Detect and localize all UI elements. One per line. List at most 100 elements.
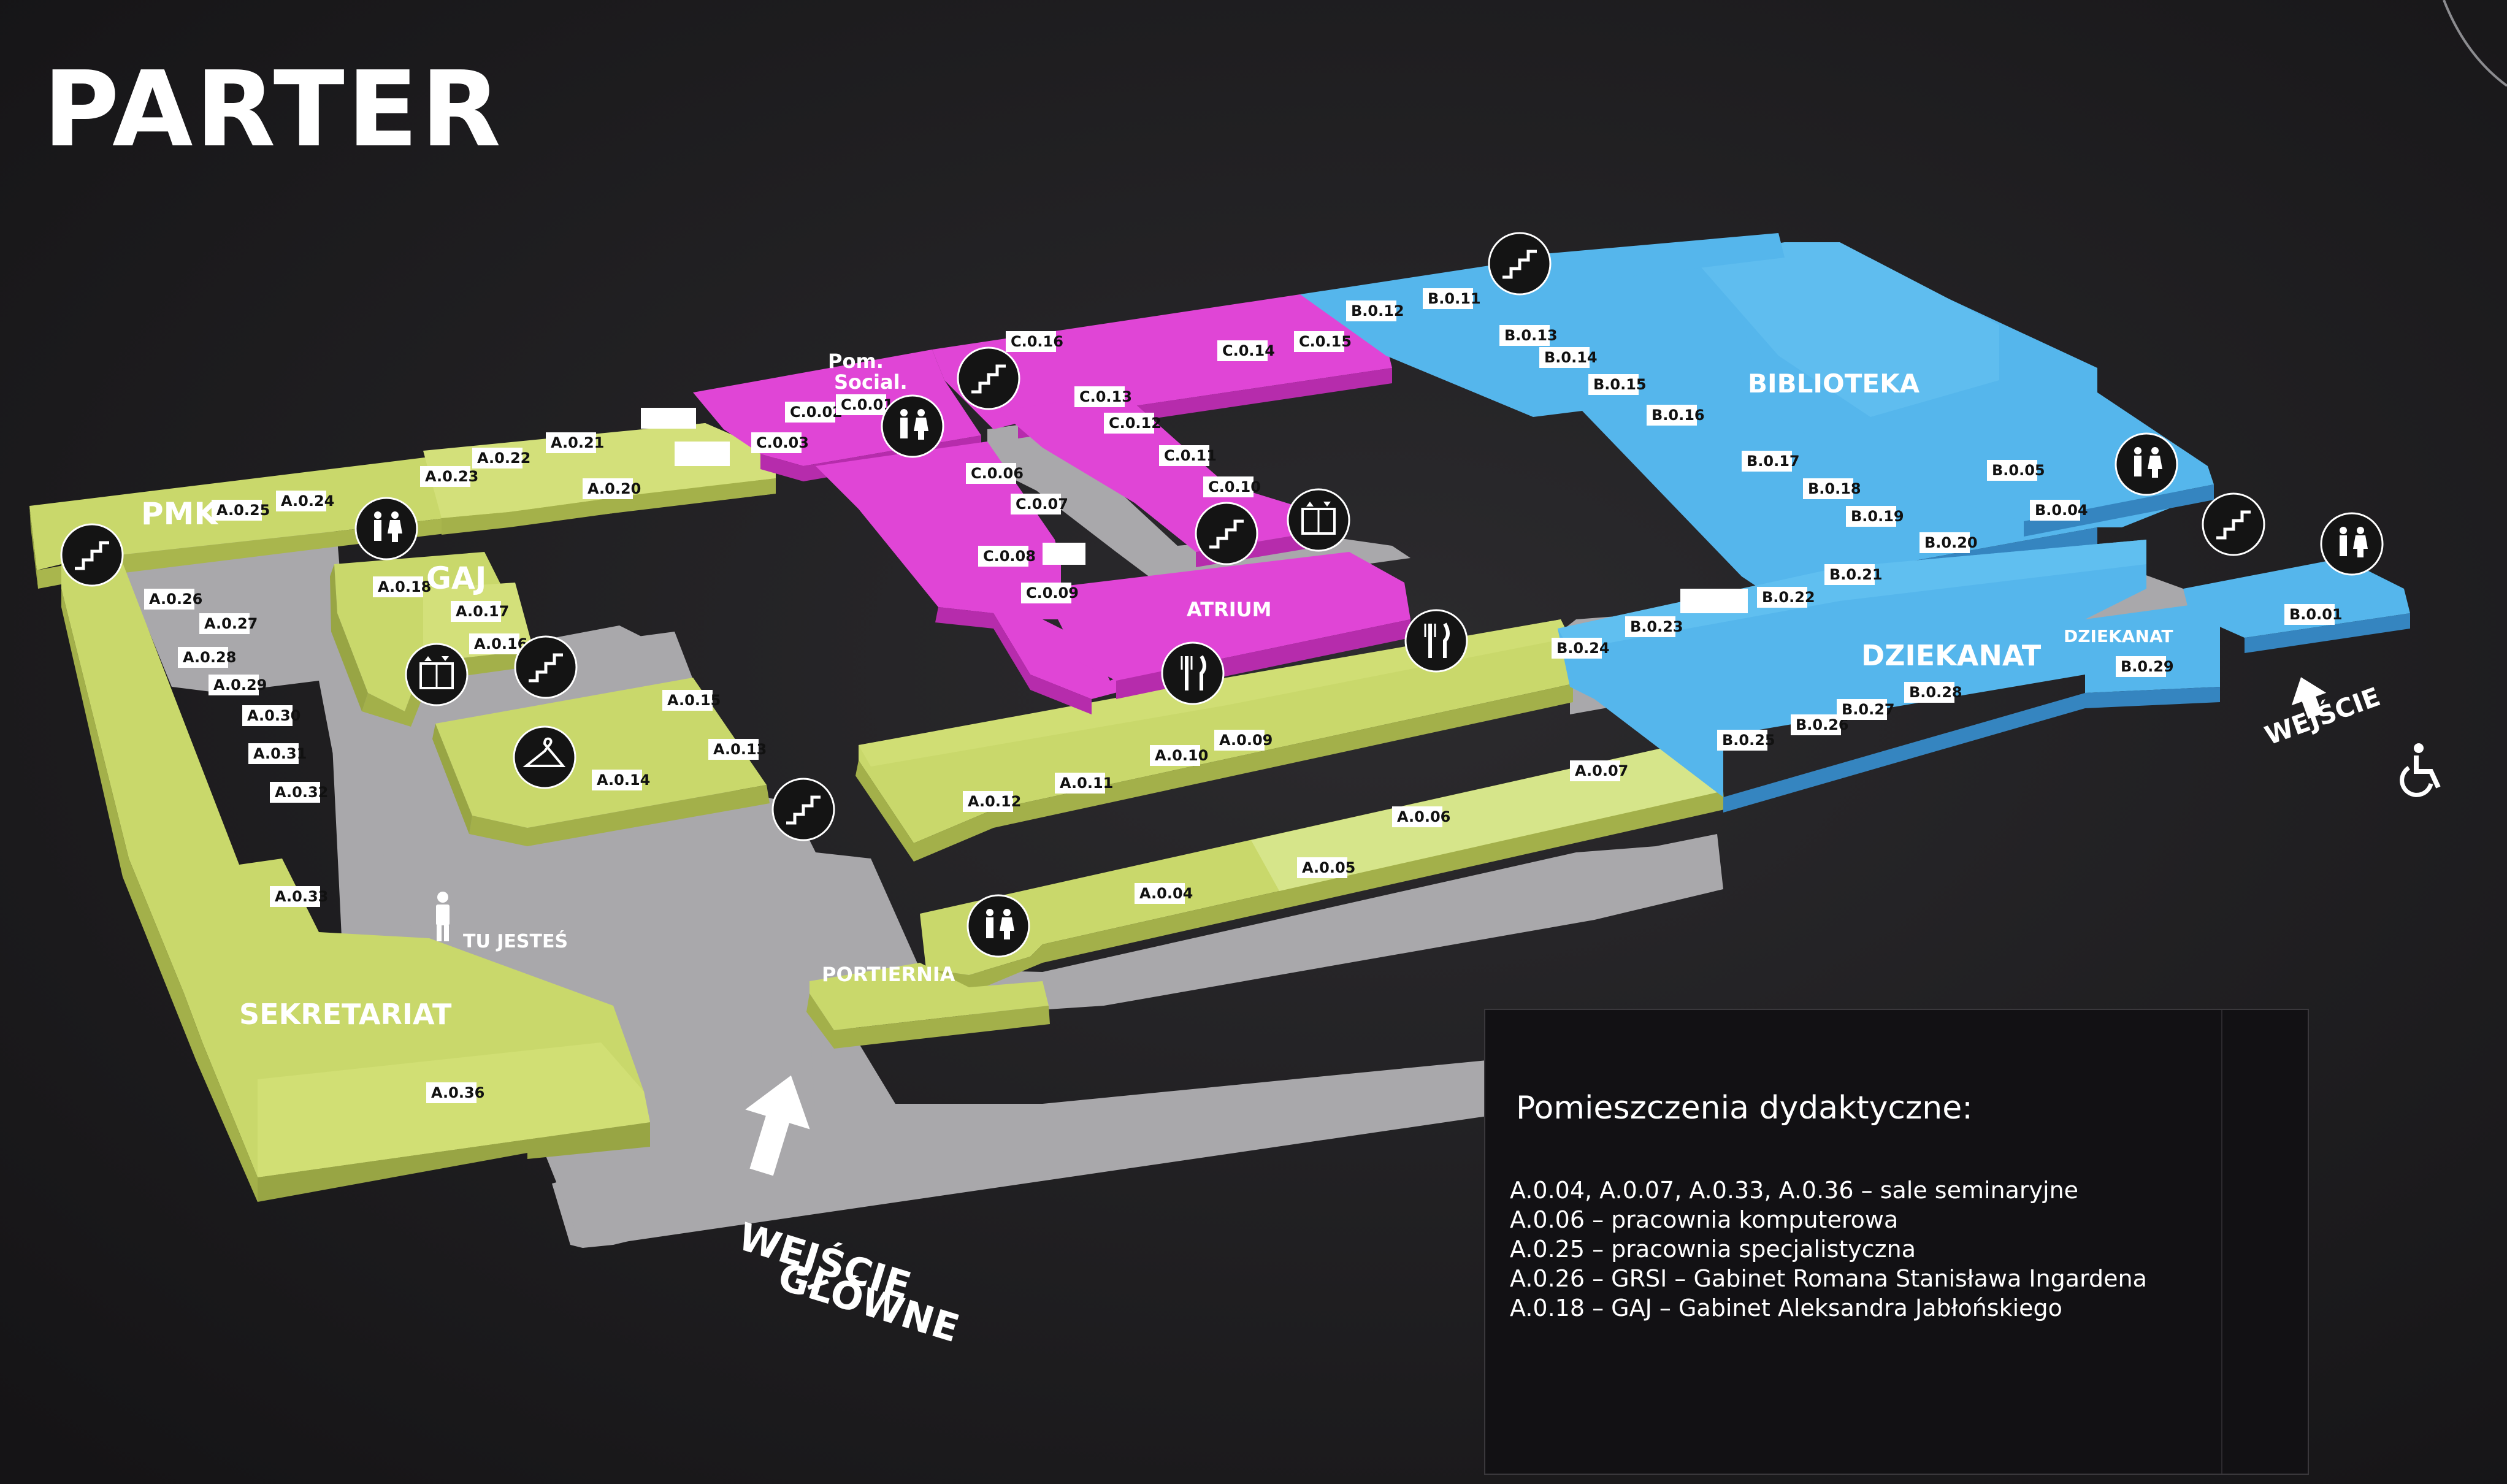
block-west-front bbox=[61, 589, 258, 1202]
svg-text:A.0.10: A.0.10 bbox=[1155, 747, 1208, 764]
svg-text:A.0.22: A.0.22 bbox=[477, 449, 530, 467]
svg-text:A.0.30: A.0.30 bbox=[247, 707, 300, 724]
svg-text:B.0.21: B.0.21 bbox=[1829, 566, 1883, 583]
block-a013-front bbox=[469, 785, 770, 846]
svg-text:A.0.26: A.0.26 bbox=[149, 591, 202, 608]
svg-text:B.0.13: B.0.13 bbox=[1504, 327, 1558, 344]
svg-text:A.0.33: A.0.33 bbox=[275, 888, 328, 905]
legend-item: A.0.04, A.0.07, A.0.33, A.0.36 – sale se… bbox=[1510, 1177, 2079, 1204]
room-tag: A.0.17 bbox=[451, 601, 509, 622]
svg-text:C.0.14: C.0.14 bbox=[1222, 342, 1275, 359]
icons bbox=[60, 232, 2441, 1176]
wheelchair-icon bbox=[2400, 743, 2441, 797]
svg-text:B.0.24: B.0.24 bbox=[1556, 640, 1610, 657]
block-c-diag bbox=[816, 442, 1214, 699]
svg-text:C.0.06: C.0.06 bbox=[971, 465, 1024, 482]
svg-text:C.0.10: C.0.10 bbox=[1208, 478, 1261, 495]
stairs-icon bbox=[2202, 492, 2265, 556]
arrow-up-icon bbox=[2291, 677, 2327, 719]
legend-item: A.0.18 – GAJ – Gabinet Aleksandra Jabłoń… bbox=[1510, 1295, 2062, 1321]
svg-text:B.0.20: B.0.20 bbox=[1924, 534, 1978, 551]
room-tag: A.0.27 bbox=[199, 613, 258, 634]
block-a012-front bbox=[855, 684, 1573, 862]
room-tag: A.0.22 bbox=[472, 448, 530, 469]
restroom-icon bbox=[2320, 512, 2384, 576]
block-a020-front bbox=[442, 478, 776, 535]
room-tag: B.0.04 bbox=[2030, 500, 2088, 521]
room-tag: B.0.28 bbox=[1904, 682, 1962, 703]
label-tu-jestes: TU JESTEŚ bbox=[463, 930, 568, 952]
svg-text:C.0.01: C.0.01 bbox=[841, 396, 894, 413]
svg-text:A.0.07: A.0.07 bbox=[1575, 762, 1628, 779]
room-tag: B.0.29 bbox=[2116, 656, 2174, 677]
block-atrium bbox=[1043, 552, 1410, 681]
room-tag: B.0.19 bbox=[1846, 506, 1904, 527]
room-tag: A.0.32 bbox=[270, 782, 328, 803]
svg-text:B.0.22: B.0.22 bbox=[1762, 589, 1815, 606]
block-pmk-side bbox=[29, 506, 38, 589]
legend-item: A.0.26 – GRSI – Gabinet Romana Stanisław… bbox=[1510, 1265, 2147, 1292]
room-tag: C.0.07 bbox=[1011, 494, 1068, 514]
block-west bbox=[61, 555, 650, 1177]
svg-text:B.0.17: B.0.17 bbox=[1747, 453, 1800, 470]
svg-text:B.0.05: B.0.05 bbox=[1992, 462, 2045, 479]
svg-text:A.0.15: A.0.15 bbox=[667, 692, 721, 709]
block-south-front bbox=[923, 791, 1724, 993]
block-b-dziekanat-front bbox=[1723, 687, 2220, 813]
block-a013-side bbox=[432, 724, 472, 834]
svg-text:A.0.36: A.0.36 bbox=[431, 1084, 484, 1101]
legend-divider bbox=[2221, 1010, 2222, 1474]
room-tag: C.0.06 bbox=[966, 463, 1024, 484]
block-b-upper bbox=[1558, 540, 2146, 650]
room-tag: A.0.28 bbox=[178, 647, 236, 668]
restroom-icon bbox=[354, 497, 418, 560]
svg-text:B.0.18: B.0.18 bbox=[1808, 480, 1861, 497]
room-tag: B.0.13 bbox=[1499, 325, 1558, 346]
wardrobe-icon bbox=[513, 725, 576, 789]
svg-text:C.0.16: C.0.16 bbox=[1011, 333, 1063, 350]
room-tag: A.0.18 bbox=[373, 576, 431, 597]
room-tag: C.0.02 bbox=[785, 402, 843, 423]
floor-title: PARTER bbox=[43, 49, 503, 170]
room-tag: A.0.13 bbox=[708, 739, 767, 760]
room-tag: C.0.11 bbox=[1159, 445, 1217, 466]
room-tag: A.0.05 bbox=[1297, 857, 1355, 878]
block-b-biblioteka-upper bbox=[1693, 242, 1999, 417]
svg-text:A.0.17: A.0.17 bbox=[456, 603, 509, 620]
svg-text:A.0.23: A.0.23 bbox=[425, 468, 478, 485]
room-tag: A.0.25 bbox=[212, 500, 270, 521]
label-atrium: ATRIUM bbox=[1187, 598, 1271, 621]
room-tag: B.0.18 bbox=[1803, 478, 1861, 499]
block-a036 bbox=[258, 1042, 650, 1177]
svg-text:B.0.01: B.0.01 bbox=[2289, 606, 2343, 623]
room-tag: B.0.11 bbox=[1423, 288, 1481, 309]
block-b-east-front bbox=[2024, 484, 2214, 537]
corner-arc bbox=[2443, 0, 2507, 87]
room-tag: C.0.16 bbox=[1006, 331, 1063, 352]
svg-text:B.0.27: B.0.27 bbox=[1842, 701, 1895, 718]
svg-text:A.0.16: A.0.16 bbox=[474, 635, 527, 652]
svg-text:A.0.14: A.0.14 bbox=[597, 771, 650, 789]
block-portiernia bbox=[810, 963, 1049, 1030]
room-tag: A.0.11 bbox=[1055, 773, 1113, 794]
room-tag: A.0.36 bbox=[426, 1082, 484, 1103]
room-tag: A.0.23 bbox=[420, 466, 478, 487]
room-tag: B.0.23 bbox=[1625, 616, 1683, 637]
svg-text:A.0.18: A.0.18 bbox=[378, 578, 431, 595]
room-tag: B.0.15 bbox=[1588, 374, 1647, 395]
room-tag: B.0.05 bbox=[1987, 460, 2045, 481]
svg-text:C.0.02: C.0.02 bbox=[790, 404, 843, 421]
block-west-bottom bbox=[258, 1122, 650, 1202]
svg-text:C.0.03: C.0.03 bbox=[756, 434, 809, 451]
label-portiernia: PORTIERNIA bbox=[822, 963, 955, 986]
person-icon bbox=[436, 892, 450, 941]
elevator-icon bbox=[405, 643, 469, 706]
svg-text:C.0.09: C.0.09 bbox=[1026, 584, 1079, 602]
block-b-southeast-front bbox=[2245, 613, 2410, 653]
room-tag: A.0.04 bbox=[1135, 883, 1193, 904]
room-tag bbox=[1680, 589, 1748, 613]
room-tag: A.0.33 bbox=[270, 886, 328, 907]
block-b-north-ext bbox=[1502, 233, 1785, 288]
svg-text:A.0.20: A.0.20 bbox=[588, 480, 641, 497]
